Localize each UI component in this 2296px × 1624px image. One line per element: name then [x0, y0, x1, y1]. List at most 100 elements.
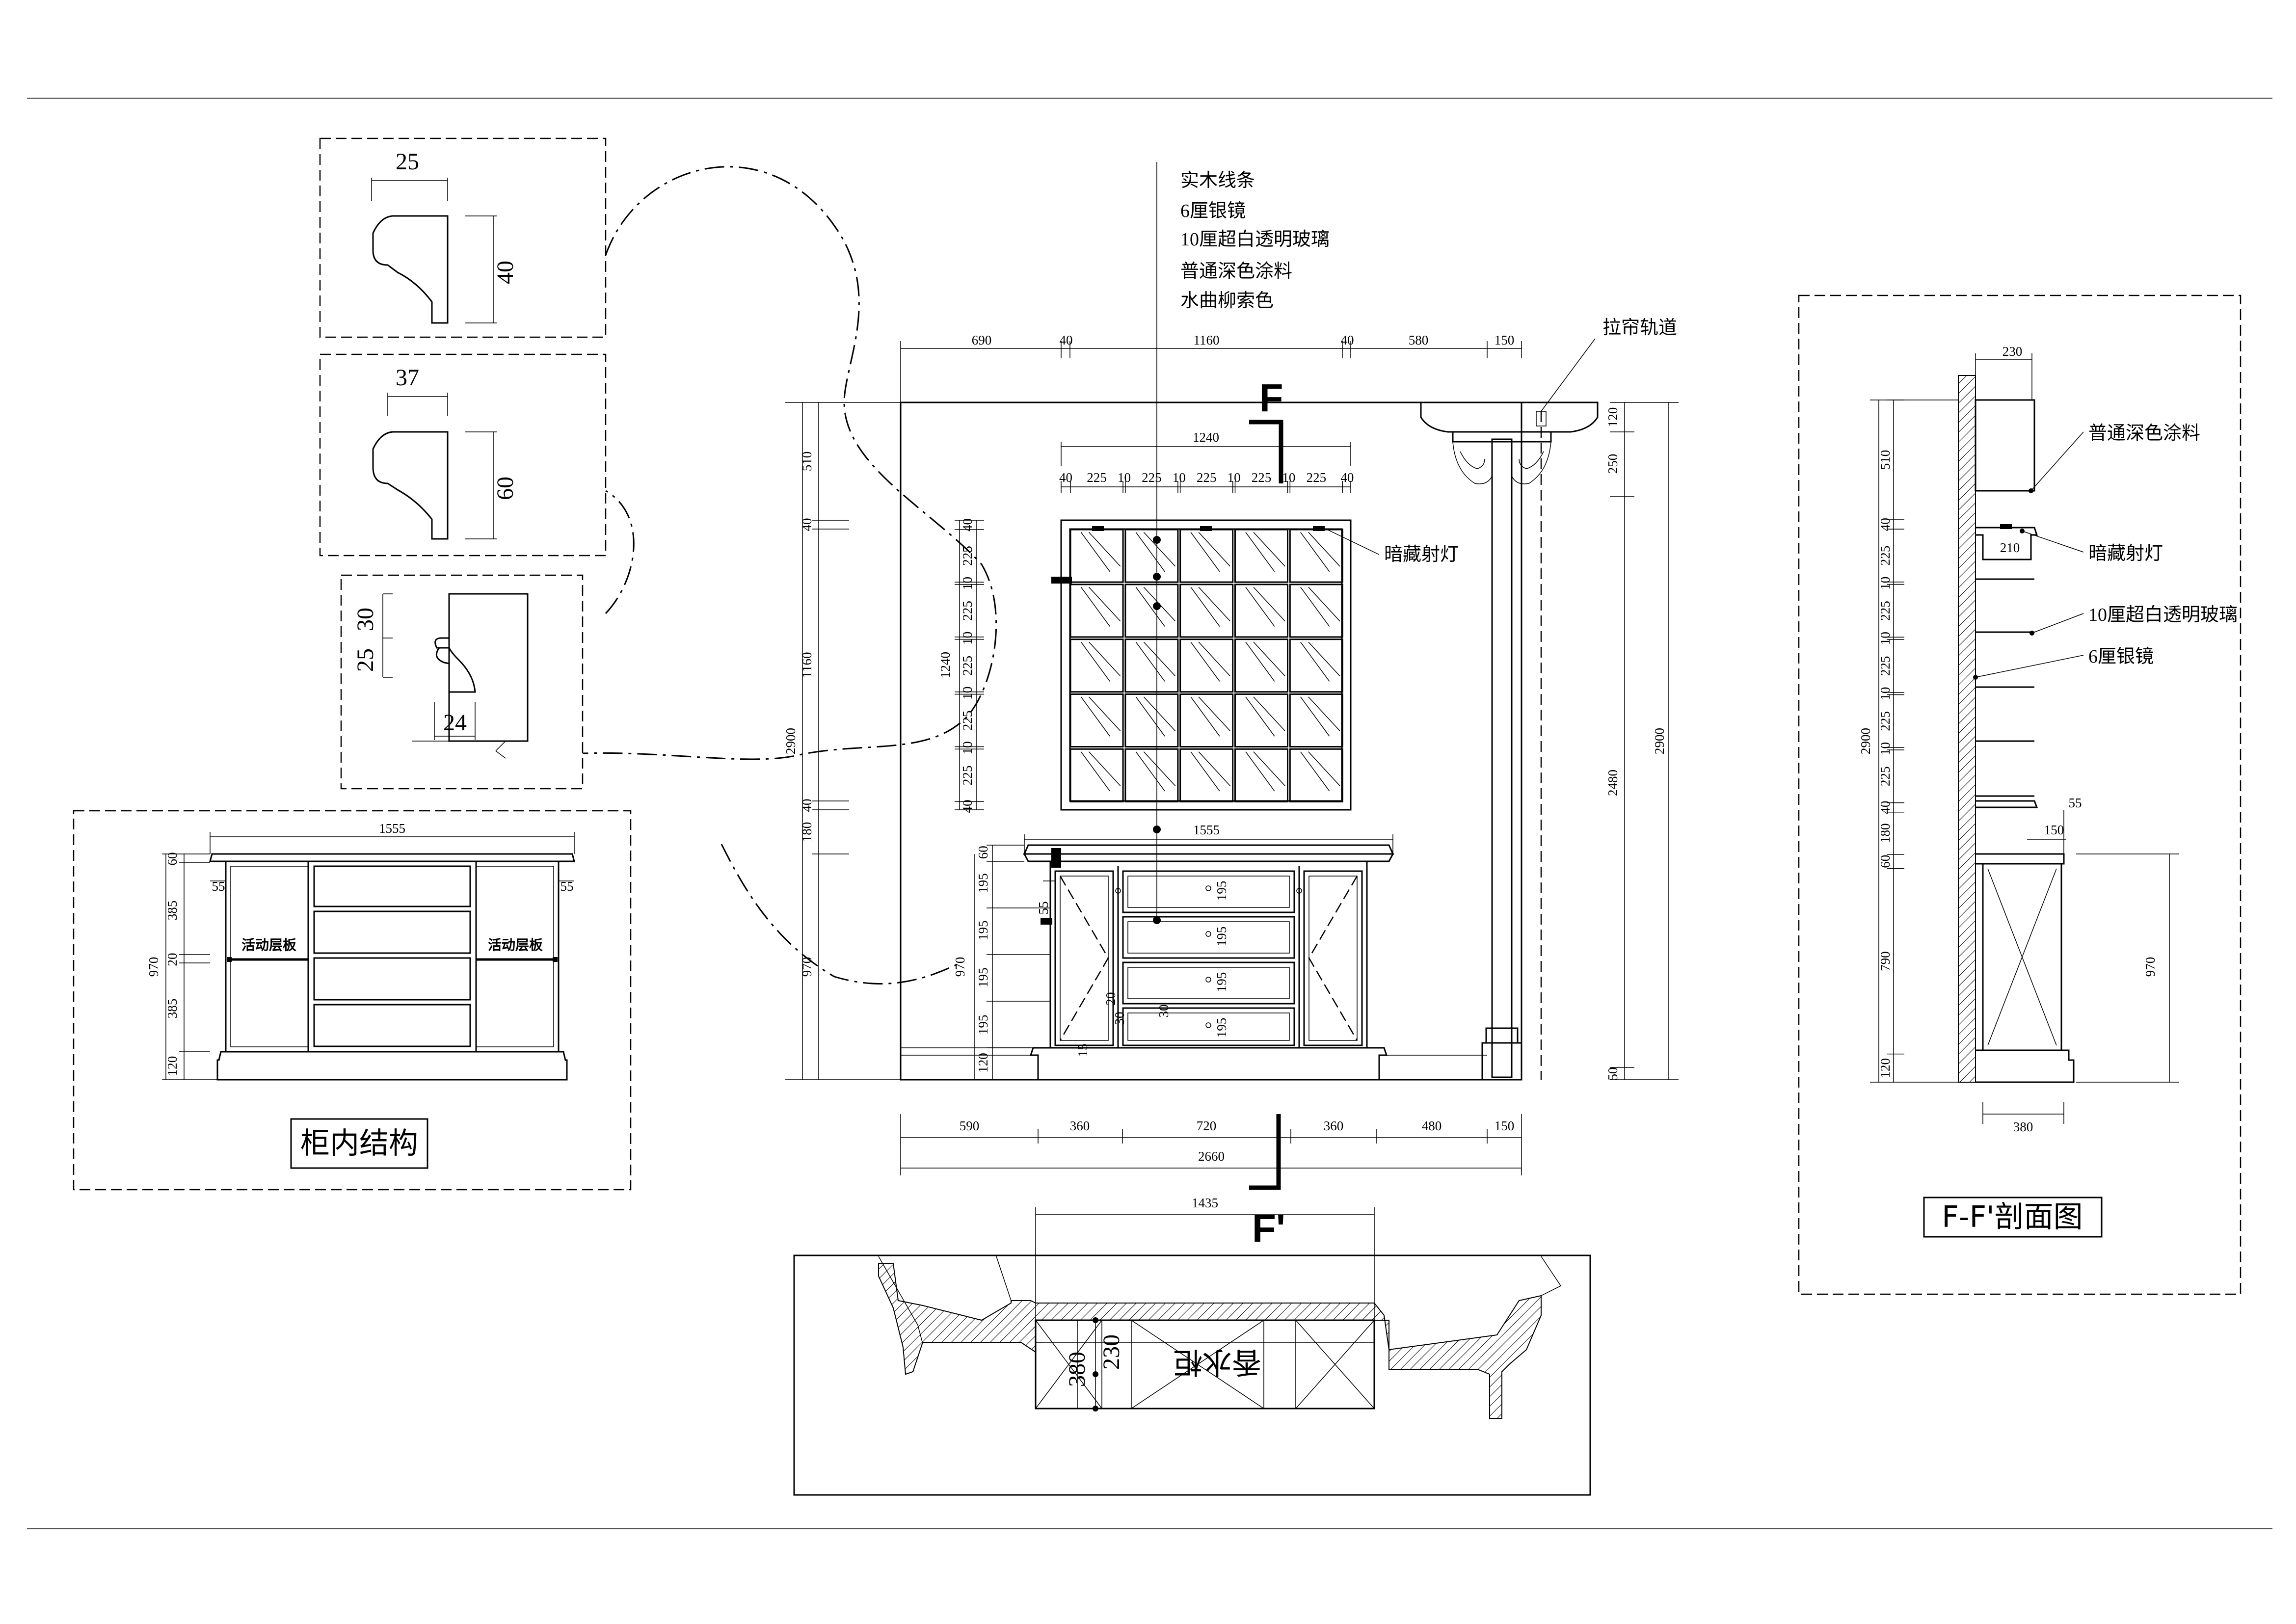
- glass-reflection: [1198, 751, 1230, 786]
- glass-reflection: [1245, 586, 1275, 627]
- window-pane: [1179, 693, 1234, 748]
- misc-dim-30b: 30: [1156, 1005, 1171, 1018]
- glass-reflection: [1135, 532, 1165, 572]
- top-dim-1160: 1160: [1194, 333, 1220, 347]
- glass-reflection: [1135, 641, 1165, 682]
- right-dim-120: 120: [1605, 407, 1620, 427]
- profile-3-width: 24: [443, 710, 467, 736]
- cabinet-width: 1555: [1193, 823, 1220, 837]
- left-dim-180: 180: [800, 822, 814, 842]
- grid-dim-top-label: 225: [1142, 470, 1162, 485]
- interior-dim-385a: 385: [165, 901, 180, 921]
- glass-reflection: [1143, 641, 1176, 677]
- right-dim-250: 250: [1605, 454, 1620, 474]
- window-pane: [1069, 639, 1124, 693]
- grid-dim-top-label: 10: [1118, 470, 1131, 485]
- window-pane: [1069, 529, 1124, 583]
- window-pane: [1234, 529, 1289, 583]
- window-pane: [1234, 748, 1289, 802]
- grid-dim-left-label: 225: [960, 546, 975, 566]
- glass-reflection: [1088, 696, 1121, 731]
- top-dim-40a: 40: [1060, 333, 1073, 347]
- grid-dim-left-label: 40: [960, 799, 975, 813]
- section-dim-left-label: 790: [1878, 951, 1893, 971]
- plan-width: 1435: [1192, 1196, 1218, 1210]
- window-width: 1240: [1193, 430, 1219, 445]
- cabinet-dim-left-label: 195: [976, 873, 990, 893]
- glass-reflection: [1143, 532, 1176, 567]
- plan-depth-b: 230: [1098, 1334, 1124, 1370]
- interior-dim-120: 120: [165, 1056, 180, 1076]
- drawer-dim-1: 195: [1214, 881, 1229, 901]
- glass-reflection: [1253, 586, 1285, 622]
- interior-side-right: 55: [561, 879, 574, 894]
- glass-reflection: [1300, 696, 1330, 737]
- section-dim-left-label: 10: [1878, 577, 1893, 590]
- section-dim-left-label: 60: [1878, 855, 1893, 868]
- label-silver-mirror: 6厘银镜: [1180, 201, 1246, 221]
- section-dim-left-label: 10: [1878, 742, 1893, 755]
- section-dim-left-label: 10: [1878, 687, 1893, 700]
- glass-reflection: [1135, 586, 1165, 627]
- glass-reflection: [1245, 532, 1275, 572]
- glass-reflection: [1190, 586, 1220, 627]
- left-dim-40a: 40: [800, 518, 814, 532]
- window-pane: [1124, 693, 1179, 748]
- cabinet-dim-left-label: 195: [976, 968, 990, 988]
- plan-label: 香水柜: [1173, 1345, 1261, 1379]
- interior-dim-385b: 385: [165, 999, 180, 1019]
- misc-dim-15: 15: [1075, 1044, 1090, 1057]
- window-pane: [1124, 529, 1179, 583]
- molding-profile-1: 25 40: [319, 137, 607, 338]
- section-label-spotlight: 暗藏射灯: [2088, 543, 2163, 564]
- glass-reflection: [1143, 696, 1176, 731]
- label-hidden-spotlight: 暗藏射灯: [1384, 544, 1459, 565]
- section-dim-left-label: 225: [1878, 656, 1893, 676]
- section-dim-left-label: 120: [1878, 1058, 1893, 1078]
- glass-reflection: [1253, 641, 1285, 677]
- cabinet-dim-left-label: 195: [976, 920, 990, 940]
- interior-total: 970: [146, 957, 161, 977]
- profile-1-height: 40: [492, 261, 518, 284]
- section-dim-left-label: 225: [1878, 546, 1893, 566]
- section-dim-left-label: 225: [1878, 711, 1893, 731]
- grid-dim-left-label: 10: [960, 687, 975, 700]
- section-view: 230 210 150 55 380 970: [1798, 294, 2242, 1295]
- bottom-dim-720: 720: [1197, 1118, 1217, 1133]
- grid-dim-left-label: 225: [960, 766, 975, 786]
- profile-2-width: 37: [396, 365, 419, 391]
- section-light-width: 210: [2000, 540, 2020, 555]
- detail-callout-curve: [582, 166, 997, 760]
- glass-reflection: [1198, 532, 1230, 567]
- movable-shelf-right: 活动层板: [488, 937, 543, 953]
- glass-reflection: [1088, 586, 1121, 622]
- grid-left-total: 1240: [938, 652, 953, 678]
- grid-dim-top-label: 225: [1252, 470, 1272, 485]
- interior-dim-20: 20: [165, 953, 180, 966]
- section-marker-bottom: F': [1252, 1206, 1285, 1250]
- window-pane: [1179, 639, 1234, 693]
- glass-reflection: [1135, 696, 1165, 737]
- window-pane: [1069, 693, 1124, 748]
- glass-reflection: [1308, 586, 1340, 622]
- grid-dim-top-label: 225: [1197, 470, 1217, 485]
- glass-reflection: [1190, 751, 1220, 792]
- misc-dim-30a: 30: [1112, 1012, 1127, 1025]
- glass-reflection: [1308, 532, 1340, 567]
- plan-view: 1435 380 230 香水柜: [793, 1196, 1591, 1496]
- interior-dim-60: 60: [165, 852, 180, 866]
- glass-reflection: [1253, 696, 1285, 731]
- window-pane: [1289, 529, 1343, 583]
- cabinet-total: 970: [953, 957, 967, 977]
- glass-reflection: [1190, 696, 1220, 737]
- section-dim-left-label: 510: [1878, 450, 1893, 470]
- movable-shelf-left: 活动层板: [241, 937, 296, 953]
- glass-reflection: [1198, 696, 1230, 731]
- window-pane: [1289, 584, 1343, 638]
- section-shelf-small: 55: [2069, 796, 2082, 810]
- grid-dim-left-label: 10: [960, 632, 975, 645]
- label-walnut-color: 水曲柳索色: [1180, 291, 1274, 311]
- window-pane: [1069, 584, 1124, 638]
